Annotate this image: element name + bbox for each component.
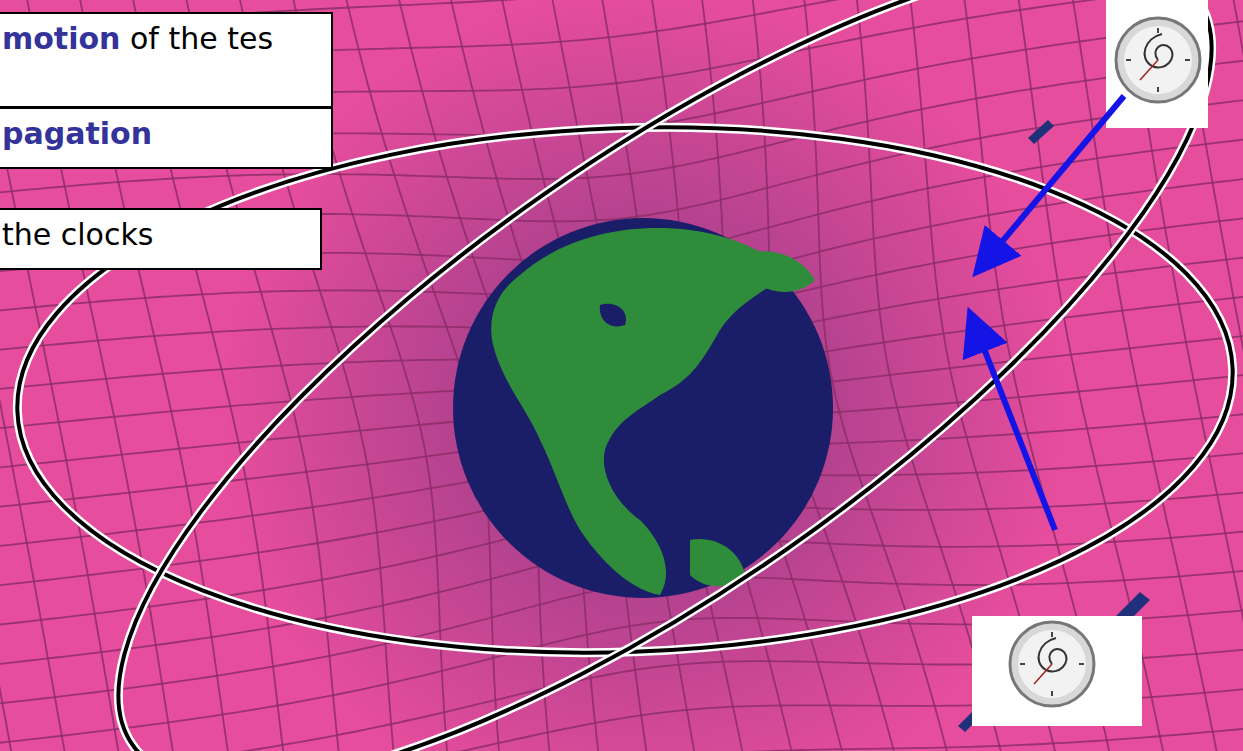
orbit-line (8, 107, 1242, 673)
signal-arrow (972, 318, 1055, 530)
box-text: pagation (2, 113, 325, 155)
signal-arrow (980, 96, 1124, 268)
text-box: pagation (0, 107, 333, 169)
melting-hand (1145, 34, 1173, 67)
clock-box (972, 616, 1142, 726)
clock-icon (1106, 0, 1208, 128)
clock-face (1010, 622, 1094, 706)
earth-ocean (453, 218, 833, 598)
grid-line (0, 609, 1243, 751)
clock-icon (972, 616, 1142, 726)
clock-hand (1140, 60, 1158, 80)
clock-ticks (1020, 632, 1084, 696)
earth (453, 218, 833, 598)
grid-line (0, 0, 1243, 190)
lake (600, 304, 626, 327)
clock-face (1116, 18, 1200, 102)
clock-dial (1018, 630, 1086, 698)
grid-line (0, 571, 1243, 751)
clock-dial (1124, 26, 1192, 94)
box-text: motion of the tes (2, 18, 325, 60)
clock-ticks (1126, 28, 1190, 92)
orbit (8, 107, 1242, 673)
clock-hand (1034, 664, 1052, 684)
text-box: motion of the tes (0, 12, 333, 108)
text-box: the clocks (0, 208, 322, 270)
grid-line (0, 725, 1243, 751)
clock-box (1106, 0, 1208, 128)
box-text: the clocks (2, 214, 314, 256)
melting-hand (1039, 638, 1067, 671)
continent (740, 251, 815, 292)
grid-line (0, 0, 1243, 113)
orbit-halo (8, 107, 1242, 673)
solar-panel (1028, 120, 1054, 144)
continent (491, 228, 790, 595)
